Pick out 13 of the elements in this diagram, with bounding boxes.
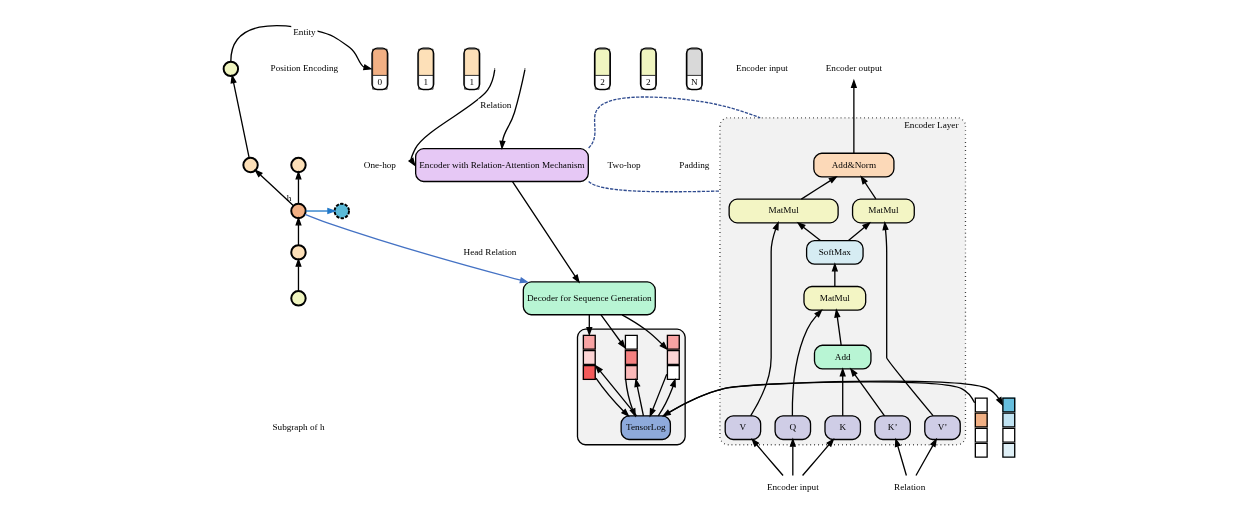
node-text: Relation: [894, 481, 926, 492]
label: One-hop: [363, 159, 396, 170]
label: Position Encoding: [270, 63, 339, 74]
label: Encoder input: [736, 63, 788, 74]
node-text: Encoder output: [825, 63, 883, 74]
label: Two-hop: [607, 159, 641, 170]
node-text: Encoder input: [766, 481, 819, 492]
label: Padding: [679, 159, 710, 170]
edge-label: Relation: [480, 100, 512, 111]
node-label: h: [286, 193, 292, 204]
edge-label: Head Relation: [463, 247, 517, 258]
label: Subgraph of h: [272, 422, 325, 433]
edge-label: Entity: [293, 26, 316, 37]
